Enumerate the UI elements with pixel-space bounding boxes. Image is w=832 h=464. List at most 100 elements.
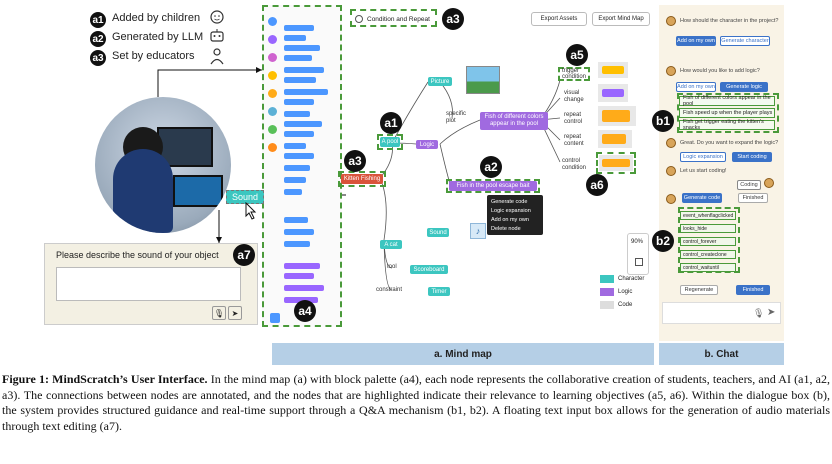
logic-option-3[interactable]: Fish get trigger eating the kitten's sna…	[679, 119, 775, 131]
palette-block[interactable]	[284, 153, 314, 159]
sound-text-input[interactable]	[56, 267, 241, 301]
category-control[interactable]	[268, 89, 277, 98]
sound-chip[interactable]: Sound	[226, 190, 264, 204]
code-block-item[interactable]: looks_hide	[680, 224, 736, 233]
menu-add-own[interactable]: Add on my own	[491, 217, 529, 223]
zoom-control[interactable]: 90%	[627, 233, 649, 275]
palette-block[interactable]	[284, 241, 310, 247]
legend-badge-a3: a3	[90, 50, 106, 66]
legend-swatch	[600, 275, 614, 283]
fit-view-icon[interactable]	[635, 258, 643, 266]
add-own-button-2[interactable]: Add on my own	[676, 82, 716, 92]
bot-avatar	[666, 138, 676, 148]
palette-block[interactable]	[284, 229, 314, 235]
speaker-icon[interactable]: ♪	[470, 223, 486, 239]
logic-option-1[interactable]: Fish of different colors appear in the p…	[679, 95, 775, 107]
add-own-button[interactable]: Add on my own	[676, 36, 716, 46]
palette-block[interactable]	[284, 177, 306, 183]
node-a-cat[interactable]: A cat	[380, 240, 402, 249]
code-block-item[interactable]: control_forever	[680, 237, 736, 246]
palette-block[interactable]	[284, 45, 320, 51]
node-scoreboard[interactable]: Scoreboard	[410, 265, 448, 274]
category-looks[interactable]	[268, 35, 277, 44]
node-a-pool[interactable]: A pool	[380, 137, 400, 147]
node-sound[interactable]: Sound	[427, 228, 449, 237]
export-assets-button[interactable]: Export Assets	[531, 12, 587, 26]
code-block-card[interactable]	[598, 106, 636, 126]
mic-icon[interactable]: 🎙	[753, 308, 765, 318]
node-kitten-fishing[interactable]: Kitten Fishing	[341, 174, 383, 184]
generate-logic-button[interactable]: Generate logic	[720, 82, 768, 92]
code-block-item[interactable]: control_waituntil	[680, 263, 736, 272]
legend-icons	[210, 10, 224, 65]
start-coding-button[interactable]: Start coding	[732, 152, 772, 162]
palette-block[interactable]	[284, 273, 314, 279]
category-motion[interactable]	[268, 17, 277, 26]
category-operators[interactable]	[268, 125, 277, 134]
palette-block[interactable]	[284, 131, 314, 137]
node-logic[interactable]: Logic	[416, 140, 438, 149]
menu-delete-node[interactable]: Delete node	[491, 226, 521, 232]
palette-extension-button[interactable]	[270, 313, 280, 323]
palette-block[interactable]	[284, 285, 324, 291]
generate-code-button[interactable]: Generate code	[682, 193, 722, 203]
label-repeat-control: repeat control	[564, 112, 583, 125]
finished-button[interactable]: Finished	[738, 193, 768, 203]
palette-block[interactable]	[284, 143, 306, 149]
menu-logic-expansion[interactable]: Logic expansion	[491, 208, 531, 214]
palette-block[interactable]	[284, 77, 316, 83]
code-block-card[interactable]	[598, 84, 628, 102]
palette-block[interactable]	[284, 55, 312, 61]
label-trigger-condition: trigger condition	[562, 68, 587, 80]
code-block	[602, 89, 624, 97]
b2-highlight	[678, 207, 740, 273]
code-block-card[interactable]	[599, 155, 633, 171]
export-mindmap-button[interactable]: Export Mind Map	[592, 12, 650, 26]
node-timer[interactable]: Timer	[428, 287, 450, 296]
node-specific-plot[interactable]: specific plot	[446, 111, 467, 124]
pool-image-thumbnail[interactable]	[466, 66, 500, 94]
logic-option-2[interactable]: Fish speed up when the player plays	[679, 108, 775, 118]
category-variables[interactable]	[268, 143, 277, 152]
badge-a6: a6	[586, 174, 608, 196]
send-button[interactable]: ➤	[228, 306, 242, 320]
logic-expansion-button[interactable]: Logic expansion	[680, 152, 726, 162]
palette-block[interactable]	[284, 67, 324, 73]
regenerate-button[interactable]: Regenerate	[680, 285, 718, 295]
legend-label-llm: Generated by LLM	[112, 31, 204, 43]
figure-caption: Figure 1: MindScratch’s User Interface. …	[2, 372, 830, 434]
palette-block[interactable]	[284, 165, 310, 171]
legend-text: Logic	[618, 289, 633, 295]
palette-block[interactable]	[284, 263, 320, 269]
title-highlight	[350, 9, 437, 27]
chat-q4: Let us start coding!	[680, 168, 727, 174]
category-sensing[interactable]	[268, 107, 277, 116]
code-block-card[interactable]	[598, 130, 632, 148]
palette-block[interactable]	[284, 121, 322, 127]
mic-button[interactable]: 🎙	[212, 306, 226, 320]
block-palette[interactable]	[262, 5, 342, 327]
send-icon[interactable]: ➤	[767, 307, 776, 318]
finished-button-2[interactable]: Finished	[736, 285, 770, 295]
a5-highlight	[558, 67, 590, 81]
palette-block[interactable]	[284, 89, 328, 95]
node-picture[interactable]: Picture	[428, 77, 452, 86]
code-block-item[interactable]: event_whenflagclicked	[680, 211, 736, 220]
palette-block[interactable]	[284, 35, 306, 41]
code-block	[602, 66, 624, 74]
code-block-card[interactable]	[598, 62, 628, 78]
category-events[interactable]	[268, 71, 277, 80]
node-fish-escape[interactable]: Fish in the pool escape bait	[449, 181, 537, 191]
code-block-item[interactable]: control_createclone	[680, 250, 736, 259]
menu-generate-code[interactable]: Generate code	[491, 199, 528, 205]
category-sound[interactable]	[268, 53, 277, 62]
palette-block[interactable]	[284, 111, 310, 117]
palette-block[interactable]	[284, 217, 308, 223]
palette-block[interactable]	[284, 189, 302, 195]
node-fish-colors[interactable]: Fish of different colors appear in the p…	[480, 112, 548, 130]
chat-q3: Great. Do you want to expand the logic?	[680, 140, 779, 146]
chat-input[interactable]: 🎙 ➤	[662, 302, 781, 324]
palette-block[interactable]	[284, 99, 314, 105]
generate-character-button[interactable]: Generate character	[720, 36, 770, 46]
palette-block[interactable]	[284, 25, 314, 31]
